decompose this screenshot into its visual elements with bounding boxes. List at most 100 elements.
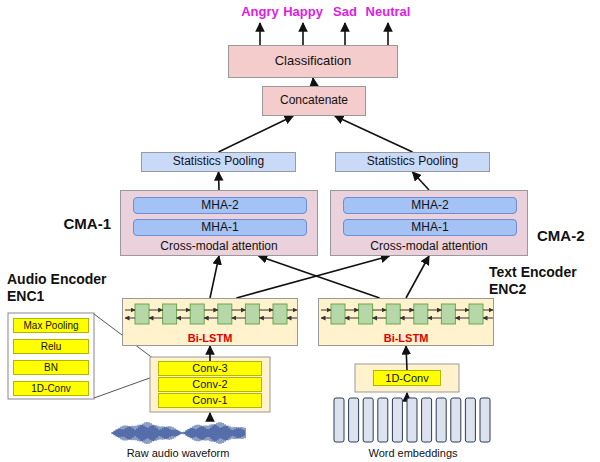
- flow-arrow: [413, 172, 430, 190]
- box-label: Concatenate: [280, 94, 348, 107]
- embedding-vector: [378, 398, 388, 442]
- backward-arrow: [232, 318, 246, 319]
- box-label: Max Pooling: [23, 320, 78, 331]
- forward-arrow: [345, 310, 359, 311]
- input-label: Word embeddings: [368, 447, 457, 459]
- embedding-vector: [422, 398, 432, 442]
- input-arrow: [209, 413, 211, 421]
- layer-box: BN: [13, 360, 89, 375]
- class-label: Angry: [241, 4, 279, 19]
- backward-arrow: [259, 318, 273, 319]
- box-label: BN: [44, 362, 58, 373]
- attention-block: CMA-2Cross-modal attentionMHA-2MHA-1: [330, 190, 528, 256]
- encoder-block: Text Encoder ENC2Bi-LSTM: [318, 298, 494, 346]
- box-label: 1D-Conv: [385, 372, 428, 384]
- flow-arrow: [259, 256, 380, 298]
- forward-arrow: [259, 310, 273, 311]
- flow-arrow: [236, 256, 389, 298]
- flow-arrow: [335, 116, 413, 152]
- forward-arrow: [455, 310, 469, 311]
- backward-arrow: [149, 318, 163, 319]
- block-label: Cross-modal attention: [121, 239, 317, 253]
- backward-arrow: [345, 318, 359, 319]
- backward-arrow: [204, 318, 218, 319]
- forward-arrow: [428, 310, 442, 311]
- layer-box: Relu: [13, 339, 89, 354]
- embedding-vector: [349, 398, 359, 442]
- conv-layer: Conv-1: [158, 393, 262, 408]
- backward-arrow: [373, 318, 387, 319]
- block-title: CMA-1: [64, 215, 112, 232]
- process-box: Classification: [228, 45, 398, 78]
- backward-arrow: [287, 318, 297, 319]
- process-box: Concatenate: [262, 86, 366, 116]
- attention-block: CMA-1Cross-modal attentionMHA-2MHA-1: [120, 190, 318, 256]
- box-label: 1D-Conv: [31, 383, 70, 394]
- block-label: Cross-modal attention: [331, 239, 527, 253]
- attention-layer: MHA-1: [343, 219, 517, 236]
- box-label: MHA-1: [411, 221, 448, 234]
- flow-arrow: [219, 116, 294, 152]
- pooling-box: Statistics Pooling: [141, 152, 296, 172]
- conv-stack-box: [150, 357, 270, 412]
- lstm-cell: [190, 304, 204, 324]
- block-label: Bi-LSTM: [319, 332, 493, 344]
- forward-arrow: [483, 310, 493, 311]
- attention-layer: MHA-2: [343, 197, 517, 214]
- zoom-inset: [8, 313, 94, 399]
- box-label: Conv-1: [192, 394, 227, 406]
- embedding-vector: [392, 398, 402, 442]
- embedding-vector: [480, 398, 490, 442]
- flow-arrow: [210, 256, 219, 298]
- embedding-vector: [363, 398, 373, 442]
- lstm-cell: [386, 304, 400, 324]
- box-label: MHA-2: [411, 199, 448, 212]
- box-label: Relu: [41, 341, 62, 352]
- lstm-cell: [218, 304, 232, 324]
- block-label: Bi-LSTM: [123, 332, 297, 344]
- forward-arrow: [177, 310, 191, 311]
- zoom-line: [94, 375, 158, 398]
- forward-arrow: [373, 310, 387, 311]
- conv-layer: Conv-2: [158, 377, 262, 392]
- forward-arrow: [125, 310, 135, 311]
- backward-arrow: [177, 318, 191, 319]
- lstm-cell: [469, 304, 483, 324]
- flow-arrow: [218, 172, 220, 190]
- waveform-stroke: [111, 422, 245, 444]
- flow-arrow: [209, 346, 211, 361]
- box-label: Conv-3: [192, 362, 227, 374]
- word-embeddings: [334, 398, 490, 442]
- box-label: Conv-2: [192, 378, 227, 390]
- input-label: Raw audio waveform: [127, 447, 230, 459]
- lstm-cell: [441, 304, 455, 324]
- attention-layer: MHA-2: [133, 197, 307, 214]
- flow-arrow: [406, 346, 407, 370]
- block-title: Audio Encoder ENC1: [7, 271, 119, 305]
- class-label: Neutral: [366, 4, 411, 19]
- backward-arrow: [428, 318, 442, 319]
- conv-layer: 1D-Conv: [373, 370, 441, 386]
- lstm-cell: [414, 304, 428, 324]
- class-label: Sad: [333, 4, 357, 19]
- embedding-vector: [436, 398, 446, 442]
- output-arrows: [260, 23, 388, 45]
- forward-arrow: [321, 310, 331, 311]
- lstm-cell: [135, 304, 149, 324]
- forward-arrow: [400, 310, 414, 311]
- pooling-box: Statistics Pooling: [335, 152, 490, 172]
- lstm-cell: [359, 304, 373, 324]
- lstm-cell: [331, 304, 345, 324]
- forward-arrow: [287, 310, 297, 311]
- embedding-vector: [407, 398, 417, 442]
- forward-arrow: [232, 310, 246, 311]
- class-label: Happy: [283, 4, 323, 19]
- conv-layer: Conv-3: [158, 361, 262, 376]
- layer-box: 1D-Conv: [13, 381, 89, 396]
- backward-arrow: [321, 318, 331, 319]
- box-label: Statistics Pooling: [367, 155, 458, 168]
- box-label: Statistics Pooling: [173, 155, 264, 168]
- attention-layer: MHA-1: [133, 219, 307, 236]
